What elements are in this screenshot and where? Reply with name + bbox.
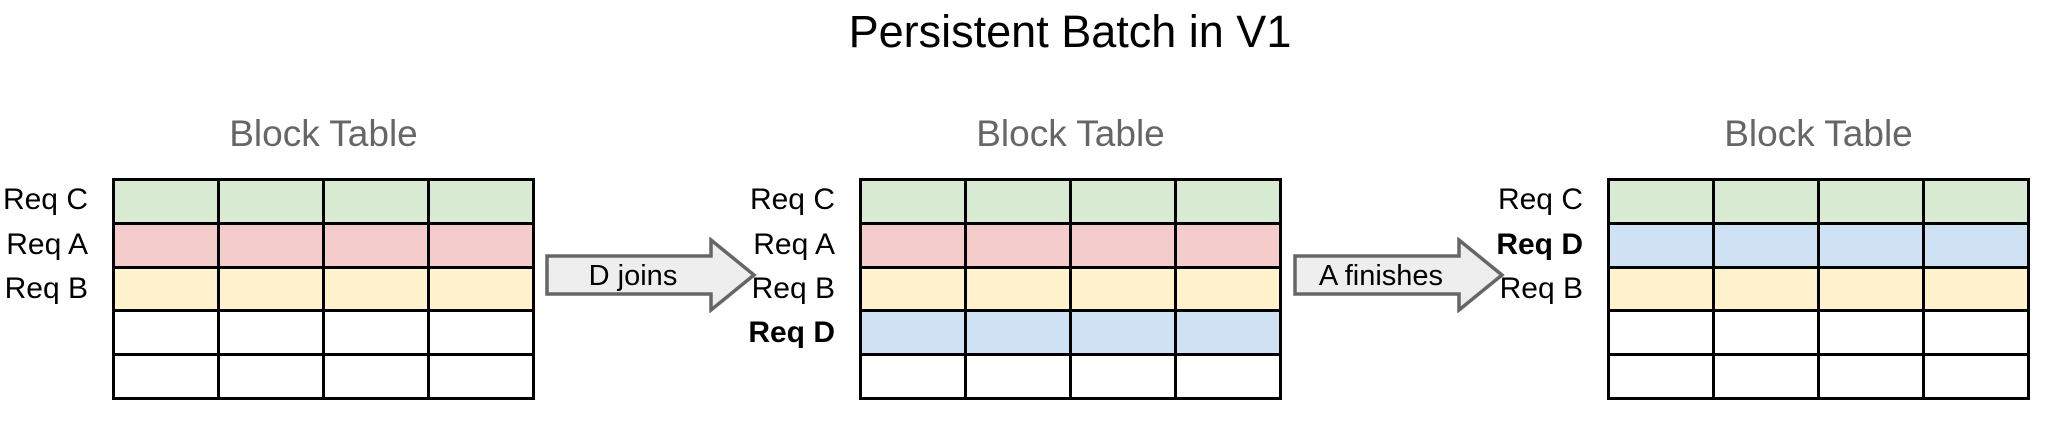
- block-cell: [430, 181, 532, 222]
- block-cell: [1820, 224, 1922, 266]
- row-label: [0, 311, 88, 355]
- block-table-title: Block Table: [976, 113, 1165, 154]
- row-labels: Req C Req D Req B: [1435, 178, 1583, 400]
- block-cell: [1925, 224, 2027, 266]
- block-cell: [1715, 268, 1817, 310]
- row-label: Req B: [4, 271, 88, 305]
- block-cell: [967, 268, 1069, 310]
- block-table-group-1: Block Table Req C Req A Req B: [3, 100, 535, 400]
- row-label: Req A: [6, 227, 88, 261]
- block-cell: [220, 181, 322, 222]
- block-cell: [1072, 356, 1174, 397]
- block-cell: [325, 312, 427, 354]
- row-label: Req B: [1499, 271, 1583, 305]
- row-label: Req A: [753, 227, 835, 261]
- block-table-group-3: Block Table Req C Req D Req B: [1496, 100, 2030, 400]
- block-cell: [430, 312, 532, 354]
- arrow-shape: [545, 237, 757, 313]
- row-labels: Req C Req A Req B Req D: [687, 178, 835, 400]
- block-cell: [325, 268, 427, 310]
- block-cell: [325, 224, 427, 266]
- row-label: Req C: [2, 183, 88, 217]
- block-cell: [1610, 268, 1712, 310]
- block-cell: [1820, 312, 1922, 354]
- block-cell: [430, 224, 532, 266]
- row-label: Req B: [751, 271, 835, 305]
- block-cell: [1610, 224, 1712, 266]
- block-cell: [862, 224, 964, 266]
- arrow-label: D joins: [589, 260, 678, 292]
- block-grid: [112, 178, 535, 400]
- block-cell: [115, 224, 217, 266]
- row-label: Req C: [1497, 183, 1583, 217]
- block-cell: [1072, 268, 1174, 310]
- block-cell: [1177, 312, 1279, 354]
- arrow-label: A finishes: [1319, 260, 1443, 292]
- block-cell: [220, 224, 322, 266]
- block-table-title: Block Table: [229, 113, 418, 154]
- block-cell: [862, 268, 964, 310]
- block-cell: [1177, 268, 1279, 310]
- block-cell: [325, 181, 427, 222]
- block-cell: [1715, 356, 1817, 397]
- row-label: Req D: [748, 316, 835, 350]
- block-cell: [1715, 312, 1817, 354]
- block-cell: [1177, 181, 1279, 222]
- block-cell: [1925, 312, 2027, 354]
- block-cell: [1925, 181, 2027, 222]
- block-cell: [1072, 312, 1174, 354]
- block-cell: [325, 356, 427, 397]
- page-title: Persistent Batch in V1: [848, 6, 1292, 57]
- block-cell: [1610, 181, 1712, 222]
- block-cell: [220, 312, 322, 354]
- block-cell: [115, 312, 217, 354]
- block-cell: [1177, 356, 1279, 397]
- block-cell: [1177, 224, 1279, 266]
- row-label: [1435, 356, 1583, 400]
- row-label: Req D: [1496, 227, 1583, 261]
- block-cell: [430, 268, 532, 310]
- block-cell: [967, 224, 1069, 266]
- block-cell: [862, 181, 964, 222]
- block-table-group-2: Block Table Req C Req A Req B Req D: [748, 100, 1282, 400]
- block-cell: [115, 356, 217, 397]
- block-cell: [967, 181, 1069, 222]
- block-cell: [1925, 268, 2027, 310]
- row-labels: Req C Req A Req B: [0, 178, 88, 400]
- block-cell: [1610, 312, 1712, 354]
- transition-arrow-a-finishes: A finishes: [1293, 237, 1505, 313]
- row-label: [1435, 311, 1583, 355]
- block-cell: [1715, 224, 1817, 266]
- block-cell: [1925, 356, 2027, 397]
- block-cell: [115, 268, 217, 310]
- block-cell: [430, 356, 532, 397]
- row-label: Req C: [749, 183, 835, 217]
- row-label: [0, 356, 88, 400]
- block-cell: [1072, 181, 1174, 222]
- block-cell: [1820, 181, 1922, 222]
- block-cell: [862, 312, 964, 354]
- block-cell: [115, 181, 217, 222]
- block-cell: [1072, 224, 1174, 266]
- block-grid: [859, 178, 1282, 400]
- block-cell: [1820, 268, 1922, 310]
- block-cell: [862, 356, 964, 397]
- arrow-shape: [1293, 237, 1505, 313]
- block-grid: [1607, 178, 2030, 400]
- block-cell: [967, 356, 1069, 397]
- block-cell: [220, 268, 322, 310]
- block-cell: [1715, 181, 1817, 222]
- block-cell: [967, 312, 1069, 354]
- block-cell: [220, 356, 322, 397]
- block-cell: [1610, 356, 1712, 397]
- row-label: [687, 356, 835, 400]
- transition-arrow-d-joins: D joins: [545, 237, 757, 313]
- block-table-title: Block Table: [1724, 113, 1913, 154]
- block-cell: [1820, 356, 1922, 397]
